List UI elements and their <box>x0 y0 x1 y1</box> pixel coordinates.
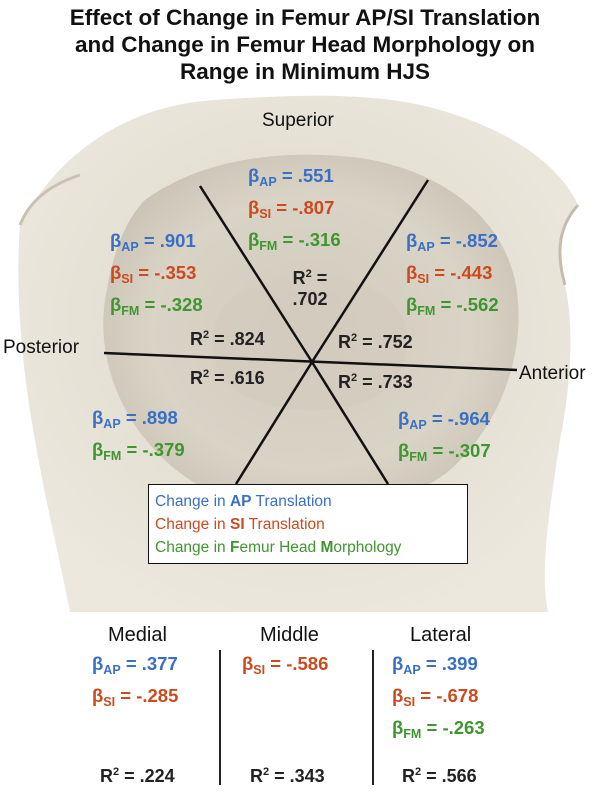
legend: Change in AP Translation Change in SI Tr… <box>148 484 468 564</box>
coefficients-superior-posterior: βAP = .901 βSI = -.353 βFM = -.328 <box>110 225 203 321</box>
coefficients-inferior-posterior: βAP = .898 βFM = -.379 <box>92 402 185 466</box>
coefficients-superior-anterior: βAP = -.852 βSI = -.443 βFM = -.562 <box>406 225 499 321</box>
beta-ap: βAP = .551 <box>248 165 334 189</box>
divider-inferior <box>234 361 314 485</box>
column-header-medial: Medial <box>108 624 167 646</box>
r-squared-inferior-anterior: R2 = .733 <box>338 372 413 392</box>
beta-fm: βFM = -.562 <box>406 294 499 318</box>
beta-si: βSI = -.586 <box>242 653 329 677</box>
beta-ap: βAP = -.964 <box>398 408 490 432</box>
legend-si: Change in SI Translation <box>155 516 325 533</box>
coefficients-middle: βSI = -.586 <box>242 648 328 680</box>
beta-ap: βAP = -.852 <box>406 230 498 254</box>
r-squared-medial: R2 = .224 <box>100 766 175 786</box>
beta-si: βSI = -.443 <box>406 262 493 286</box>
beta-fm: βFM = -.379 <box>92 439 185 463</box>
bone-edge-left <box>18 173 81 226</box>
beta-si: βSI = -.807 <box>248 197 335 221</box>
beta-fm: βFM = -.328 <box>110 294 203 318</box>
title-line-2: and Change in Femur Head Morphology on <box>74 32 535 57</box>
r-squared-middle: R2 = .343 <box>250 766 325 786</box>
bone-edge-right <box>558 203 580 286</box>
divider-posterior-anterior <box>103 351 518 372</box>
column-divider-right <box>372 650 374 785</box>
coefficients-lateral: βAP = .399 βSI = -.678 βFM = -.263 <box>392 648 485 744</box>
r-squared-superior-anterior: R2 = .752 <box>338 332 413 352</box>
coefficients-superior: βAP = .551 βSI = -.807 βFM = -.316 <box>248 160 341 256</box>
beta-si: βSI = -.678 <box>392 685 479 709</box>
r-squared-superior-posterior: R2 = .824 <box>190 329 265 349</box>
bone-fossa <box>212 276 408 411</box>
direction-superior: Superior <box>262 110 334 131</box>
coefficients-inferior-anterior: βAP = -.964 βFM = -.307 <box>398 403 491 467</box>
divider-superior-posterior <box>198 185 314 363</box>
figure-title: Effect of Change in Femur AP/SI Translat… <box>0 4 610 85</box>
beta-ap: βAP = .898 <box>92 407 178 431</box>
beta-fm: βFM = -.263 <box>392 717 485 741</box>
divider-superior-anterior <box>310 179 430 363</box>
column-header-lateral: Lateral <box>410 624 472 646</box>
legend-ap: Change in AP Translation <box>155 493 332 510</box>
beta-si: βSI = -.285 <box>92 685 179 709</box>
beta-ap: βAP = .399 <box>392 653 478 677</box>
column-divider-left <box>219 650 221 785</box>
beta-fm: βFM = -.307 <box>398 440 491 464</box>
column-header-middle: Middle <box>260 624 319 646</box>
r-squared-value: .702 <box>292 289 328 309</box>
title-line-3: Range in Minimum HJS <box>179 59 431 84</box>
beta-ap: βAP = .377 <box>92 653 178 677</box>
coefficients-medial: βAP = .377 βSI = -.285 <box>92 648 178 712</box>
direction-posterior: Posterior <box>3 337 80 358</box>
r-squared-inferior-posterior: R2 = .616 <box>190 368 265 388</box>
title-line-1: Effect of Change in Femur AP/SI Translat… <box>69 5 541 30</box>
beta-fm: βFM = -.316 <box>248 229 341 253</box>
beta-ap: βAP = .901 <box>110 230 196 254</box>
r-squared-lateral: R2 = .566 <box>402 766 477 786</box>
beta-si: βSI = -.353 <box>110 262 197 286</box>
divider-inferior-anterior <box>310 361 390 485</box>
direction-anterior: Anterior <box>519 363 586 384</box>
r-squared-label: R2 = <box>292 268 328 288</box>
r-squared-superior: R2 = .702 <box>278 268 342 310</box>
legend-fm: Change in Femur Head Morphology <box>155 539 402 556</box>
